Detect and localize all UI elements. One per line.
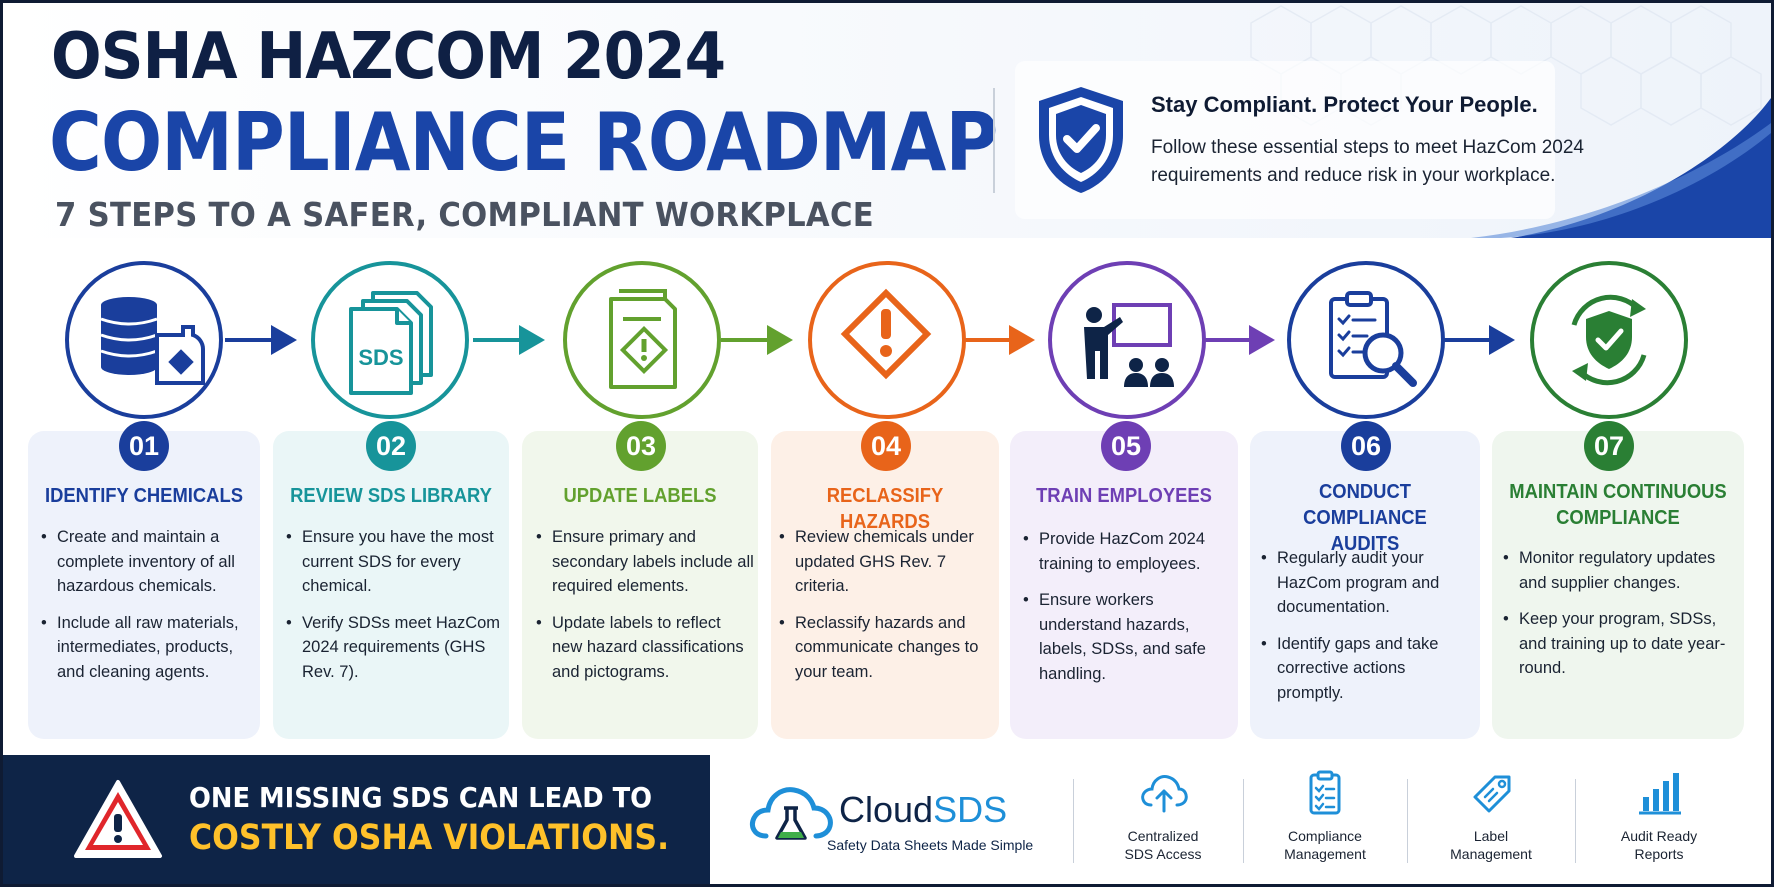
title-line-1: OSHA HAZCOM 2024 [51, 20, 726, 94]
step-bullet: Update labels to reflect new hazard clas… [536, 611, 754, 685]
step-bullet: Ensure you have the most current SDS for… [286, 525, 504, 599]
feature-label: Label [1473, 828, 1509, 844]
step-bullet: Verify SDSs meet HazCom 2024 requirement… [286, 611, 504, 685]
hazard-label-icon [609, 289, 677, 389]
feature-label: Audit Ready [1620, 828, 1698, 844]
step-bullet: Reclassify hazards and communicate chang… [779, 611, 993, 685]
step-title-7-line-1: MAINTAIN CONTINUOUS [1509, 481, 1727, 503]
feature-centralized-sds-access: Centralized SDS Access [1093, 767, 1233, 863]
feature-label-management: Label Management [1421, 767, 1561, 863]
step-bullet: Create and maintain a complete inventory… [41, 525, 255, 599]
step-bullet: Keep your program, SDSs, and training up… [1503, 607, 1729, 681]
step-bullet: Identify gaps and take corrective action… [1261, 632, 1475, 706]
hazard-diamond-icon [840, 288, 932, 380]
feature-label: Centralized [1127, 828, 1199, 844]
subtitle: 7 STEPS TO A SAFER, COMPLIANT WORKPLACE [55, 195, 874, 234]
step-icon-circle-6 [1287, 261, 1445, 419]
step-bullets-5: Provide HazCom 2024 training to employee… [1023, 527, 1233, 698]
warning-triangle-icon [74, 780, 162, 858]
step-number-badge-6: 06 [1341, 421, 1391, 471]
training-presentation-icon [1084, 303, 1174, 387]
step-title-7: MAINTAIN CONTINUOUS COMPLIANCE [1502, 479, 1734, 531]
step-bullet: Ensure workers understand hazards, label… [1023, 588, 1233, 686]
step-arrow-3 [721, 325, 793, 355]
step-arrow-6 [1443, 325, 1515, 355]
corner-wave-decoration [1471, 98, 1771, 238]
step-icon-circle-4 [808, 261, 966, 419]
cloud-upload-icon [1141, 775, 1188, 813]
step-title-7-line-2: COMPLIANCE [1556, 507, 1680, 529]
step-title-1: IDENTIFY CHEMICALS [44, 485, 243, 507]
step-number-badge-5: 05 [1101, 421, 1151, 471]
step-icon-circle-3 [563, 261, 721, 419]
step-number-badge-4: 04 [861, 421, 911, 471]
step-arrow-4 [963, 325, 1035, 355]
step-title-3: UPDATE LABELS [563, 485, 717, 507]
step-bullets-3: Ensure primary and secondary labels incl… [536, 525, 754, 696]
step-number-badge-2: 02 [366, 421, 416, 471]
step-arrow-1 [225, 325, 297, 355]
step-bullet: Ensure primary and secondary labels incl… [536, 525, 754, 599]
step-title-6: CONDUCT COMPLIANCE AUDITS [1259, 479, 1471, 557]
footer-divider [1243, 779, 1244, 863]
feature-label: Compliance [1288, 828, 1362, 844]
brand-name: CloudSDS [839, 789, 1007, 831]
shield-cycle-icon [1571, 294, 1647, 386]
step-arrow-5 [1203, 325, 1275, 355]
brand-name-part-1: Cloud [839, 789, 934, 830]
step-arrow-2 [473, 325, 545, 355]
step-icon-circle-1 [65, 261, 223, 419]
feature-compliance-management: Compliance Management [1255, 767, 1395, 863]
step-bullets-2: Ensure you have the most current SDS for… [286, 525, 504, 696]
step-icon-circle-7 [1530, 261, 1688, 419]
step-bullet: Monitor regulatory updates and supplier … [1503, 546, 1729, 595]
step-icon-circle-2: SDS [311, 261, 469, 419]
feature-audit-ready-reports: Audit Ready Reports [1589, 767, 1729, 863]
step-bullet: Provide HazCom 2024 training to employee… [1023, 527, 1233, 576]
tagline-body: Follow these essential steps to meet Haz… [1151, 137, 1584, 186]
step-title-2: REVIEW SDS LIBRARY [290, 485, 492, 507]
header: OSHA HAZCOM 2024 COMPLIANCE ROADMAP 7 ST… [3, 3, 1771, 238]
tagline-heading: Stay Compliant. Protect Your People. [1151, 92, 1538, 117]
brand-tagline: Safety Data Sheets Made Simple [827, 837, 1034, 853]
step-number-badge-3: 03 [616, 421, 666, 471]
step-bullet: Regularly audit your HazCom program and … [1261, 546, 1475, 620]
chemical-barrels-icon [100, 297, 205, 385]
warning-line-2: COSTLY OSHA VIOLATIONS. [189, 818, 670, 858]
brand-name-part-2: SDS [933, 789, 1008, 830]
footer-divider [1407, 779, 1408, 863]
step-title-6-line-1: CONDUCT COMPLIANCE [1303, 481, 1427, 529]
feature-label: Management [1450, 846, 1532, 862]
checklist-icon [1309, 770, 1341, 815]
warning-line-1: ONE MISSING SDS CAN LEAD TO [189, 781, 653, 814]
feature-label: SDS Access [1124, 846, 1202, 862]
footer-divider [1575, 779, 1576, 863]
step-icon-circle-5 [1048, 261, 1206, 419]
step-bullet: Include all raw materials, intermediates… [41, 611, 255, 685]
label-tag-icon [1473, 775, 1511, 813]
footer-divider [1073, 779, 1074, 863]
step-bullets-6: Regularly audit your HazCom program and … [1261, 546, 1475, 717]
shield-check-icon [1039, 87, 1123, 193]
brand-bar [710, 755, 1771, 884]
sds-documents-icon: SDS [349, 291, 433, 395]
header-divider [993, 88, 995, 193]
step-bullet: Review chemicals under updated GHS Rev. … [779, 525, 993, 599]
step-bullets-7: Monitor regulatory updates and supplier … [1503, 546, 1729, 693]
svg-text:SDS: SDS [358, 345, 403, 370]
step-bullets-1: Create and maintain a complete inventory… [41, 525, 255, 696]
step-number-badge-1: 01 [119, 421, 169, 471]
step-number-badge-7: 07 [1584, 421, 1634, 471]
title-line-2: COMPLIANCE ROADMAP [49, 96, 998, 189]
feature-label: Reports [1634, 846, 1684, 862]
cloud-flask-icon [750, 787, 833, 840]
bar-chart-icon [1639, 773, 1681, 815]
feature-label: Management [1284, 846, 1366, 862]
step-title-5: TRAIN EMPLOYEES [1036, 485, 1212, 507]
audit-clipboard-icon [1329, 291, 1417, 387]
step-card-5 [1010, 431, 1238, 739]
step-bullets-4: Review chemicals under updated GHS Rev. … [779, 525, 993, 696]
